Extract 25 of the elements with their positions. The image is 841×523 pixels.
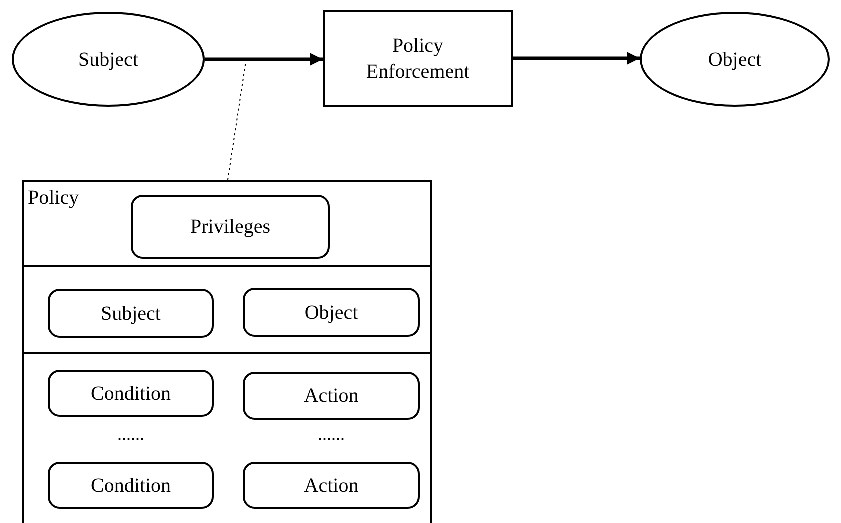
leader-line xyxy=(228,62,246,180)
panel-heading: Policy xyxy=(28,186,80,210)
ellipsis-text: ...... xyxy=(116,424,146,444)
rounded-box xyxy=(243,288,420,337)
rounded-box xyxy=(48,462,214,509)
rounded-box xyxy=(48,370,214,417)
node-label: Subject xyxy=(78,48,140,72)
node-label: Condition xyxy=(90,474,172,498)
arrow xyxy=(513,52,640,65)
node-label: Subject xyxy=(100,302,162,326)
ellipsis-text: ...... xyxy=(317,424,346,444)
rounded-box xyxy=(48,289,214,338)
process-box xyxy=(323,10,513,107)
node-label: Policy Enforcement xyxy=(365,34,471,84)
node-label: Object xyxy=(707,48,763,72)
rounded-box xyxy=(243,372,420,420)
node-label: Action xyxy=(303,474,360,498)
policy-panel xyxy=(22,180,432,523)
node-label: Action xyxy=(303,384,360,409)
rounded-box xyxy=(131,195,330,259)
node-label: Privileges xyxy=(190,215,272,240)
arrow xyxy=(205,53,323,66)
node-label: Object xyxy=(304,300,360,326)
rounded-box xyxy=(243,462,420,509)
node-label: Condition xyxy=(90,382,172,406)
